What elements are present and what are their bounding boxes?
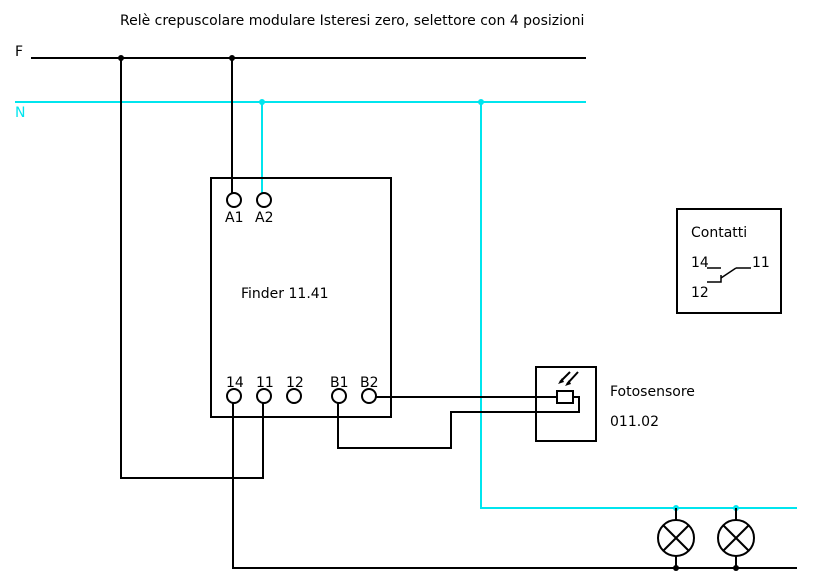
changeover-contact-icon (707, 267, 751, 283)
photoresistor-icon (556, 390, 574, 404)
neutral-label: N (15, 105, 25, 121)
terminal-11 (256, 388, 272, 404)
terminal-b2-label: B2 (360, 375, 379, 391)
contacts-legend-14: 14 (691, 255, 709, 271)
terminal-a2 (256, 192, 272, 208)
contacts-legend-title: Contatti (691, 225, 747, 241)
wire-b1-sensor (337, 396, 580, 449)
terminal-a1 (226, 192, 242, 208)
terminal-14 (226, 388, 242, 404)
terminal-14-label: 14 (226, 375, 244, 391)
phase-label: F (15, 44, 23, 60)
relay-name: Finder 11.41 (241, 286, 329, 302)
lamp-2 (717, 505, 755, 571)
light-arrows-icon (558, 371, 579, 386)
terminal-b1 (331, 388, 347, 404)
terminal-b1-label: B1 (330, 375, 349, 391)
relay-box (210, 177, 392, 418)
wire-14-lamps (232, 403, 797, 569)
photosensor-name: Fotosensore (610, 384, 695, 400)
contacts-legend-11: 11 (752, 255, 770, 271)
diagram-title: Relè crepuscolare modulare Isteresi zero… (120, 13, 584, 29)
photosensor-box (535, 366, 597, 442)
contacts-legend-12: 12 (691, 285, 709, 301)
terminal-a1-label: A1 (225, 210, 243, 226)
terminal-11-label: 11 (256, 375, 274, 391)
terminal-b2 (361, 388, 377, 404)
terminal-a2-label: A2 (255, 210, 273, 226)
wire-neutral-lamps (480, 102, 797, 509)
terminal-12 (286, 388, 302, 404)
wire-phase-11 (120, 58, 264, 479)
photosensor-code: 011.02 (610, 414, 659, 430)
contacts-legend-box (676, 208, 782, 314)
lamp-1 (657, 505, 695, 571)
terminal-12-label: 12 (286, 375, 304, 391)
